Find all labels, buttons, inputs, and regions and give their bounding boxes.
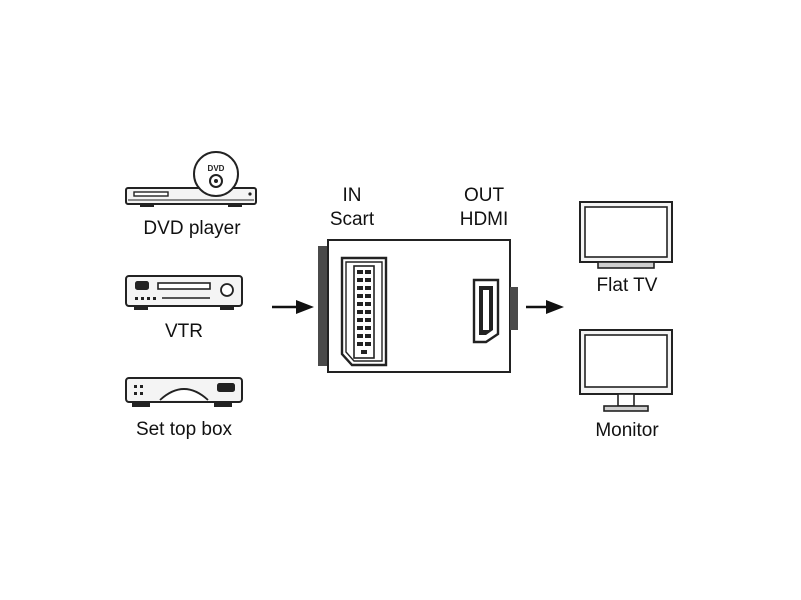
hdmi-plate [510,287,518,330]
input-arrow-icon [272,300,314,314]
scart-plate [318,246,328,366]
source-label-vtr: VTR [165,321,203,342]
output-arrow-icon [526,300,564,314]
output-label-monitor: Monitor [595,420,659,441]
monitor-icon [579,329,673,412]
source-label-dvd: DVD player [143,218,241,239]
output-label-tv: Flat TV [597,275,658,296]
scart-hdmi-adapter [318,239,518,373]
input-label-line1: IN [343,185,362,206]
source-label-stb: Set top box [136,419,233,440]
vtr-icon [125,275,243,310]
scart-connector-icon [340,256,388,367]
input-label-line2: Scart [330,209,375,230]
dvd-player-icon [125,151,257,207]
output-label-line1: OUT [464,185,505,206]
flat-tv-icon [579,201,673,269]
dvd-disc-text: DVD [208,164,225,173]
set-top-box-icon [125,377,243,407]
output-label-line2: HDMI [460,209,509,230]
hdmi-connector-icon [472,278,500,344]
